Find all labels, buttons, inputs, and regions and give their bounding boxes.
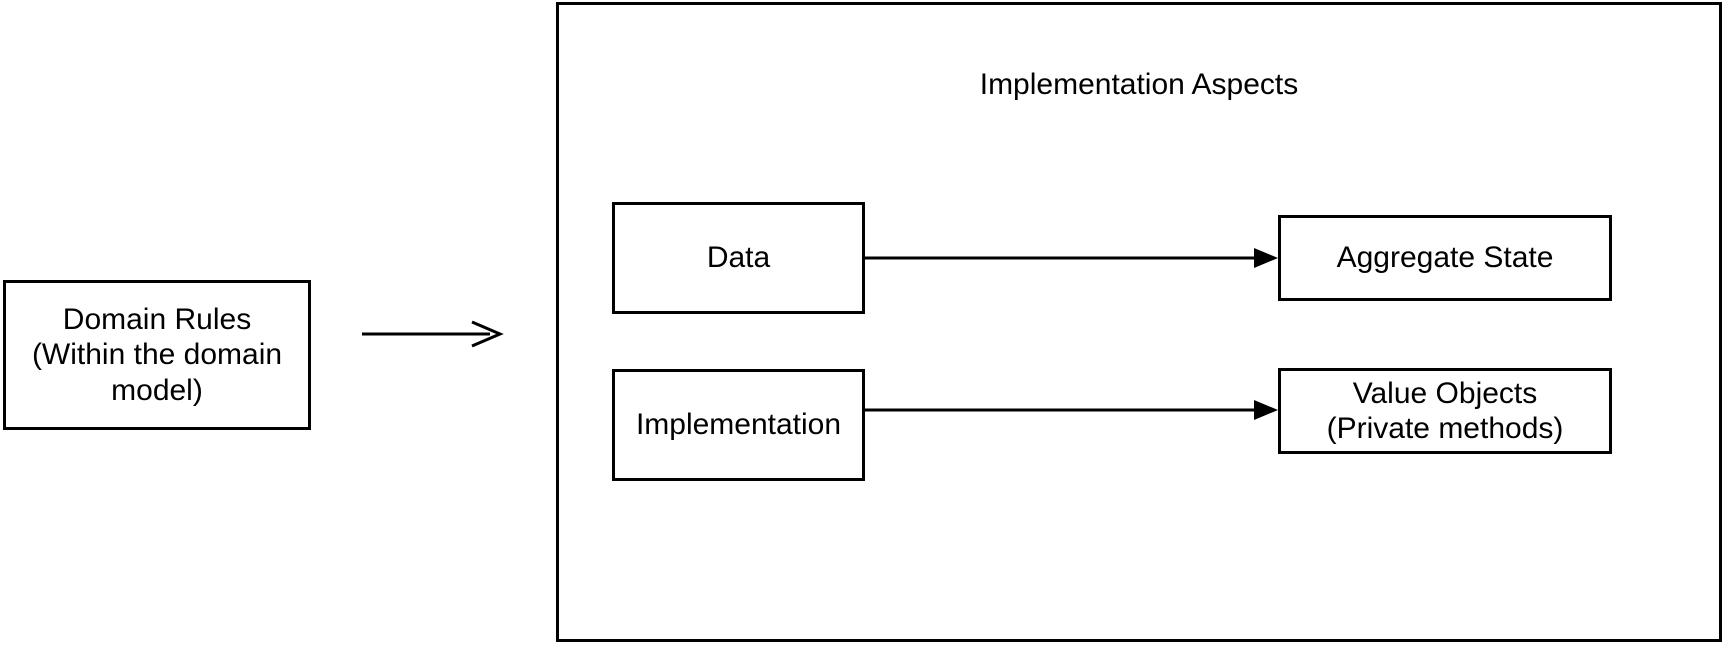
domain-rules-line-2: (Within the domain [31,338,283,372]
domain-rules-box: Domain Rules (Within the domain model) [3,280,311,430]
value-objects-box: Value Objects (Private methods) [1278,368,1612,454]
implementation-aspects-container: Implementation Aspects [556,2,1722,642]
data-box: Data [612,202,865,314]
domain-rules-line-3: model) [111,373,203,407]
value-objects-line-2: (Private methods) [1326,412,1564,445]
domain-to-implementation-arrow [362,320,504,348]
aggregate-state-label: Aggregate State [1336,241,1554,275]
implementation-label: Implementation [635,408,842,442]
aggregate-state-box: Aggregate State [1278,215,1612,301]
implementation-aspects-title: Implementation Aspects [979,68,1299,101]
implementation-box: Implementation [612,369,865,481]
value-objects-line-1: Value Objects [1352,376,1538,410]
domain-rules-line-1: Domain Rules [62,302,252,336]
data-label: Data [706,241,771,275]
